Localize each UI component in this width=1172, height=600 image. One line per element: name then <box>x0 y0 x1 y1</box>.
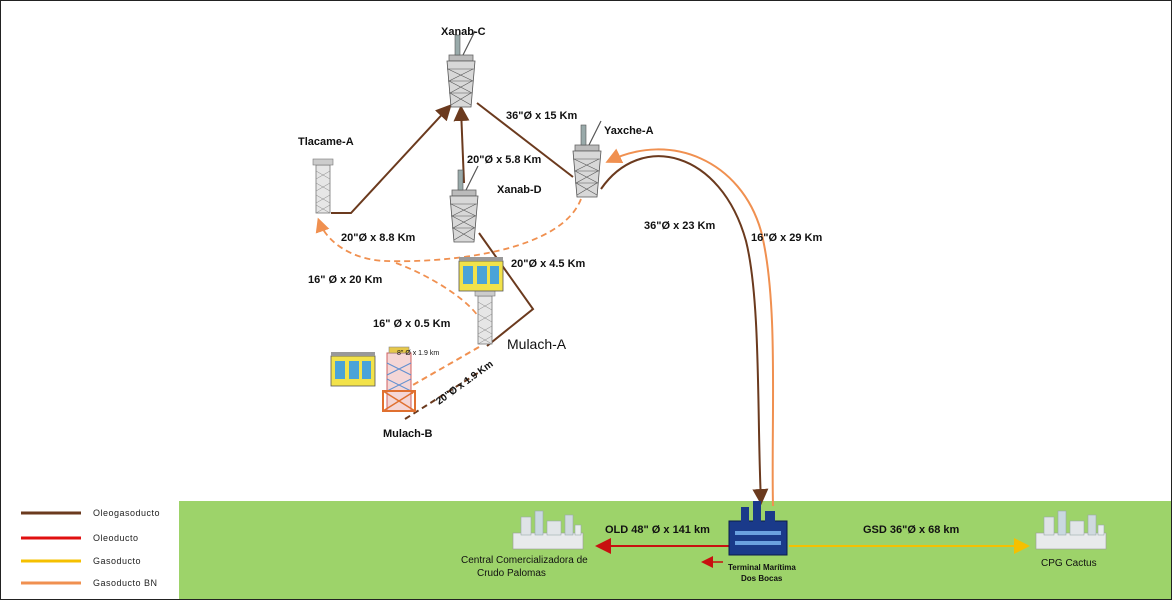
gaslift-branch-mulacha <box>395 262 482 322</box>
label-pipe-20-58: 20"Ø x 5.8 Km <box>467 154 542 166</box>
module-mulach-a-icon <box>458 256 504 292</box>
legend-label: Gasoducto <box>93 556 141 566</box>
terminal-dos-bocas-icon <box>728 501 788 556</box>
legend-label: Gasoducto BN <box>93 578 158 588</box>
label-xanab-d: Xanab-D <box>497 184 542 196</box>
pipeline-xanabd-xanabc <box>453 105 470 184</box>
legend-label: Oleogasoducto <box>93 508 160 518</box>
label-yaxche-a: Yaxche-A <box>604 125 654 137</box>
legend: Oleogasoducto Oleoducto Gasoducto Gasodu… <box>1 501 179 599</box>
legend-item-gasoducto-bn: Gasoducto BN <box>21 578 158 588</box>
label-pipe-20-88: 20"Ø x 8.8 Km <box>341 232 416 244</box>
platform-yaxche-a-icon <box>572 120 602 198</box>
label-mulach-b: Mulach-B <box>383 428 433 440</box>
label-pipe-16-20: 16" Ø x 20 Km <box>308 274 383 286</box>
gaslift-mulacha-mulachb <box>395 346 480 395</box>
legend-item-oleoducto: Oleoducto <box>21 533 139 543</box>
land-area <box>179 501 1171 599</box>
legend-item-oleogasoducto: Oleogasoducto <box>21 508 160 518</box>
label-xanab-c: Xanab-C <box>441 26 486 38</box>
label-pipe-16-05: 16" Ø x 0.5 Km <box>373 318 451 330</box>
gaslift-yaxche-tlacame <box>315 198 582 263</box>
label-terminal-line1: Terminal Marítima <box>728 563 796 572</box>
label-pipe-20-45: 20"Ø x 4.5 Km <box>511 258 586 270</box>
gaslift-dosbocas-yaxche <box>605 148 775 507</box>
label-pipe-8-19: 8" Ø x 1.9 km <box>397 350 439 357</box>
platform-tlacame-a-icon <box>312 158 334 214</box>
pipeline-mulachb-mulacha <box>404 370 482 420</box>
label-gsd: GSD 36"Ø x 68 km <box>863 524 960 536</box>
module-mulach-b-icon <box>330 351 376 387</box>
platform-xanab-c-icon <box>446 30 476 108</box>
label-cpg-cactus: CPG Cactus <box>1041 558 1097 569</box>
pipeline-tlacame-xanabc <box>331 104 452 214</box>
label-terminal-line2: Dos Bocas <box>741 574 783 583</box>
platform-mulach-a-icon <box>474 289 496 345</box>
label-pipe-20-19: 20"Ø x 1.9 Km <box>434 359 495 408</box>
pipeline-xanabc-yaxche <box>476 102 574 178</box>
platform-mulach-b-icon <box>382 346 416 412</box>
label-pipe-16-29: 16"Ø x 29 Km <box>751 232 822 244</box>
label-central-line2: Crudo Palomas <box>477 568 546 579</box>
label-mulach-a: Mulach-A <box>507 336 567 352</box>
pipeline-yaxche-dosbocas <box>600 155 769 505</box>
label-pipe-36-15: 36"Ø x 15 Km <box>506 110 577 122</box>
label-pipe-36-23: 36"Ø x 23 Km <box>644 220 715 232</box>
label-tlacame-a: Tlacame-A <box>298 136 354 148</box>
legend-item-gasoducto: Gasoducto <box>21 556 141 566</box>
label-old: OLD 48" Ø x 141 km <box>605 524 710 536</box>
label-central-line1: Central Comercializadora de <box>461 555 588 566</box>
legend-label: Oleoducto <box>93 533 139 543</box>
